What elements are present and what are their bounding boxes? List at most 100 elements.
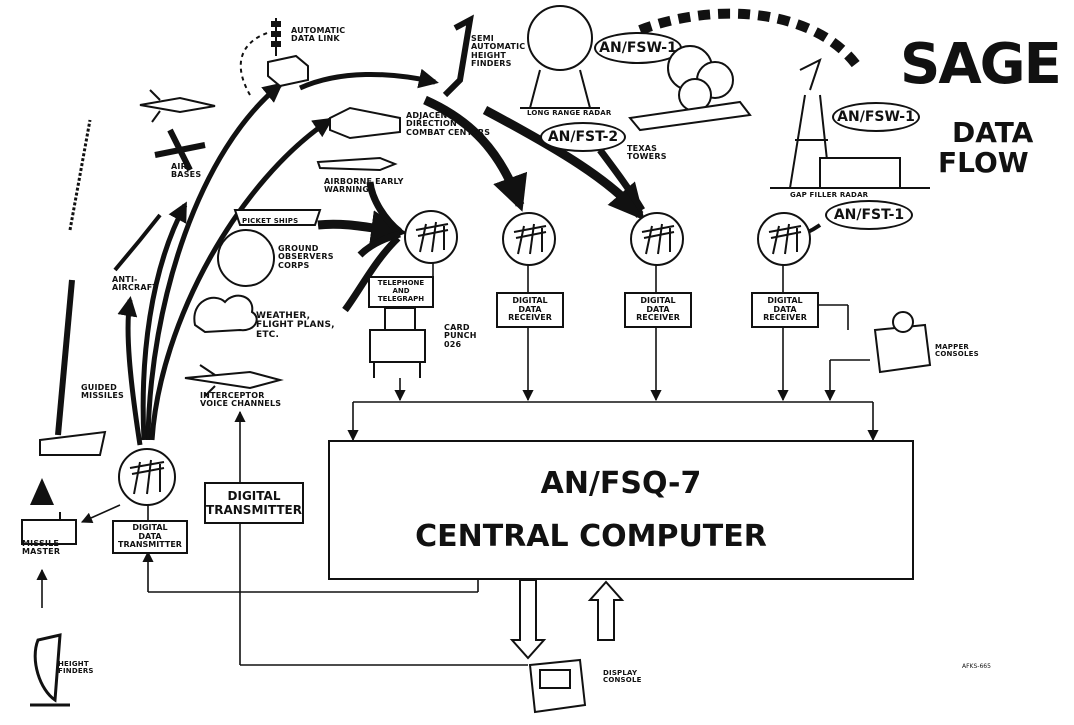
receiver-label-line: RECEIVER — [763, 313, 807, 323]
radio-link-path — [239, 31, 271, 96]
height-finder-antenna-icon — [33, 633, 62, 703]
receiver-label-line: DIGITAL — [512, 295, 548, 305]
up-arrow-icon — [30, 478, 54, 505]
outbound-link-curves — [117, 68, 439, 446]
height-finder-antenna-icon — [442, 14, 474, 98]
console-icon — [873, 311, 932, 374]
label-line: WARNING — [324, 185, 370, 195]
label-line: CARD — [444, 323, 470, 332]
console-icon — [528, 658, 587, 714]
an-fst-2-tag: AN/FST-2 — [540, 122, 626, 152]
label-line: TOWERS — [627, 152, 667, 162]
missile-icon — [68, 119, 92, 231]
an-fsw-1-top-tag: AN/FSW-1 — [594, 32, 682, 64]
label-line: 026 — [444, 339, 462, 349]
label-line: CORPS — [278, 260, 310, 270]
label-line: MISSILE — [22, 539, 60, 548]
label-line: AND — [392, 287, 410, 296]
label-line: BASES — [171, 170, 202, 180]
label-line: AUTOMATIC — [291, 26, 346, 35]
label-line: PUNCH — [444, 331, 477, 341]
display-io-arrows — [509, 579, 625, 660]
ship-icon — [233, 209, 322, 226]
label-line: DIRECTION & — [406, 119, 468, 129]
title-sage: SAGE — [900, 32, 1062, 97]
telephone-pole-icon — [118, 448, 176, 506]
receiver-label-line: RECEIVER — [636, 313, 680, 323]
document-code: AFKS-665 — [962, 663, 991, 670]
label-line: COMBAT CENTERS — [406, 127, 491, 137]
receiver-label-line: DATA — [518, 304, 542, 314]
label-line: TELEGRAPH — [377, 294, 425, 303]
building-icon — [21, 512, 77, 545]
anti-aircraft-label: ANTI-AIRCRAFT — [112, 275, 159, 293]
picket-ships-label: PICKET SHIPS — [242, 217, 299, 225]
label-line: INTERCEPTOR — [200, 391, 265, 400]
label-line: MASTER — [22, 547, 61, 557]
dashed-data-link — [638, 8, 865, 73]
receiver-label-line: DATA — [773, 304, 797, 314]
label-line: FINDERS — [58, 667, 94, 676]
label-line: SEMI — [471, 34, 494, 43]
cloud-icon — [193, 294, 258, 334]
gap-filler-radar-label: GAP FILLER RADAR — [790, 191, 869, 199]
label-line: ADJACENT — [406, 111, 454, 120]
telephone-pole-icon — [757, 212, 811, 266]
receiver-label-line: DIGITAL — [767, 295, 803, 305]
label-line: HEIGHT — [471, 50, 507, 60]
label-line: DATA — [138, 531, 162, 541]
label-line: HEIGHT — [58, 660, 89, 668]
radio-tower-icon — [267, 18, 309, 88]
label-line: CONSOLE — [603, 676, 642, 685]
label-line: TRANSMITTER — [118, 540, 182, 550]
label-line: AIR — [171, 162, 187, 171]
input-flow-arrows — [317, 95, 822, 313]
label-line: DIGITAL — [227, 488, 281, 503]
label-line: ANTI- — [112, 275, 138, 284]
aircraft-icon — [184, 364, 284, 397]
computer-title: CENTRAL COMPUTER — [415, 519, 767, 554]
label-line: VOICE CHANNELS — [200, 399, 282, 409]
gap-filler-tower-icon — [770, 58, 930, 189]
anti-aircraft-gun-icon — [113, 213, 162, 272]
label-line: DATA LINK — [291, 34, 340, 44]
an-fst-1-tag: AN/FST-1 — [825, 200, 913, 230]
label-line: ETC. — [256, 329, 280, 340]
label-line: FINDERS — [471, 59, 512, 69]
label-line: FLIGHT PLANS, — [256, 320, 335, 331]
receiver-label-line: RECEIVER — [508, 313, 552, 323]
label-line: GUIDED — [81, 383, 117, 392]
telephone-pole-icon — [630, 212, 684, 266]
missile-icon — [55, 279, 75, 436]
runway-icon — [154, 128, 206, 172]
telephone-pole-icon — [502, 212, 556, 266]
long-range-radar-label: LONG RANGE RADAR — [527, 109, 612, 117]
label-line: TELEPHONE — [377, 279, 425, 288]
building-icon — [329, 106, 401, 140]
label-line: DISPLAY — [603, 669, 638, 677]
telephone-pole-icon — [404, 210, 458, 264]
aircraft-icon — [139, 89, 216, 123]
label-line: MAPPER — [935, 343, 970, 351]
label-line: AIRCRAFT — [112, 283, 159, 293]
card-punch-icon — [369, 307, 426, 378]
title-flow: FLOW — [938, 146, 1029, 179]
receiver-label-line: DATA — [646, 304, 670, 314]
